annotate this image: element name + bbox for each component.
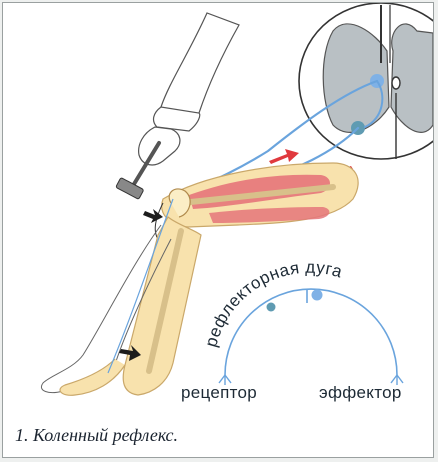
arrow-red-icon bbox=[269, 149, 299, 164]
spinal-cord-section bbox=[299, 3, 434, 159]
receptor-label: рецептор bbox=[181, 383, 257, 403]
reflex-arc-diagram: рефлекторная дуга bbox=[201, 258, 403, 385]
figure-frame: рефлекторная дуга рецептор эффектор 1. К… bbox=[2, 2, 434, 458]
doctor-hand-icon bbox=[139, 13, 239, 165]
tap-arrow-icon bbox=[143, 209, 163, 223]
effector-label: эффектор bbox=[319, 383, 402, 403]
reflex-hammer-icon bbox=[116, 143, 159, 199]
figure-caption: 1. Коленный рефлекс. bbox=[15, 425, 178, 446]
foot bbox=[60, 359, 125, 395]
leg bbox=[41, 163, 358, 395]
